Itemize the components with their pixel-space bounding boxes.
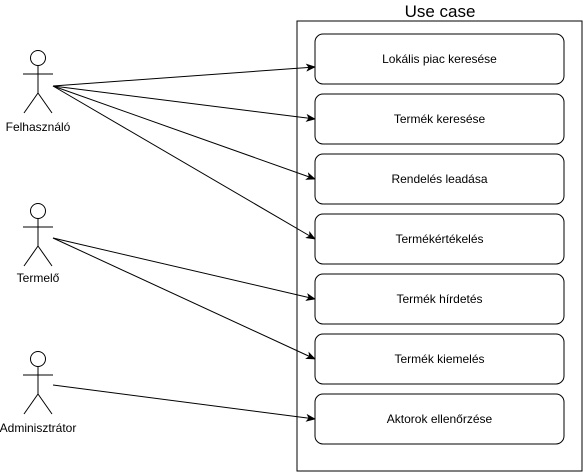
- use-case-label: Lokális piac keresése: [382, 52, 497, 66]
- association-termelo-uc6: [52, 237, 316, 360]
- system-title: Use case: [405, 2, 476, 21]
- use-case-uc1[interactable]: Lokális piac keresése: [314, 33, 565, 85]
- actor-termelo: Termelő: [17, 203, 60, 285]
- actor-label: Termelő: [17, 271, 60, 285]
- actor-adminisztrator: Adminisztrátor: [0, 351, 76, 435]
- use-case-label: Termék kiemelés: [394, 352, 484, 366]
- actor-label: Adminisztrátor: [0, 421, 76, 435]
- stick-figure-icon: [23, 50, 53, 114]
- use-case-label: Rendelés leadása: [391, 172, 487, 186]
- association-felhasznalo-uc4: [52, 85, 316, 240]
- use-case-box: [314, 213, 565, 265]
- use-case-box: [314, 273, 565, 325]
- actor-label: Felhasználó: [6, 120, 71, 134]
- association-felhasznalo-uc1: [52, 63, 316, 87]
- use-case-box: [314, 393, 565, 445]
- use-case-label: Termék hírdetés: [396, 292, 482, 306]
- use-case-uc2[interactable]: Termék keresése: [314, 93, 565, 145]
- actor-felhasznalo: Felhasználó: [6, 50, 71, 134]
- association-layer: [52, 63, 316, 422]
- use-case-uc7[interactable]: Aktorok ellenőrzése: [314, 393, 565, 445]
- use-case-label: Termékértékelés: [395, 232, 483, 246]
- use-case-label: Aktorok ellenőrzése: [387, 412, 493, 426]
- use-case-box: [314, 333, 565, 385]
- use-case-label: Termék keresése: [394, 112, 486, 126]
- association-adminisztrator-uc7: [52, 384, 316, 422]
- use-case-box: [314, 153, 565, 205]
- association-felhasznalo-uc2: [52, 85, 316, 122]
- use-case-box: [314, 93, 565, 145]
- use-case-uc6[interactable]: Termék kiemelés: [314, 333, 565, 385]
- use-case-uc3[interactable]: Rendelés leadása: [314, 153, 565, 205]
- stick-figure-icon: [23, 351, 53, 415]
- stick-figure-icon: [23, 203, 53, 267]
- association-felhasznalo-uc3: [52, 85, 316, 180]
- association-termelo-uc5: [52, 237, 316, 301]
- use-case-box: [314, 33, 565, 85]
- use-case-uc4[interactable]: Termékértékelés: [314, 213, 565, 265]
- use-case-uc5[interactable]: Termék hírdetés: [314, 273, 565, 325]
